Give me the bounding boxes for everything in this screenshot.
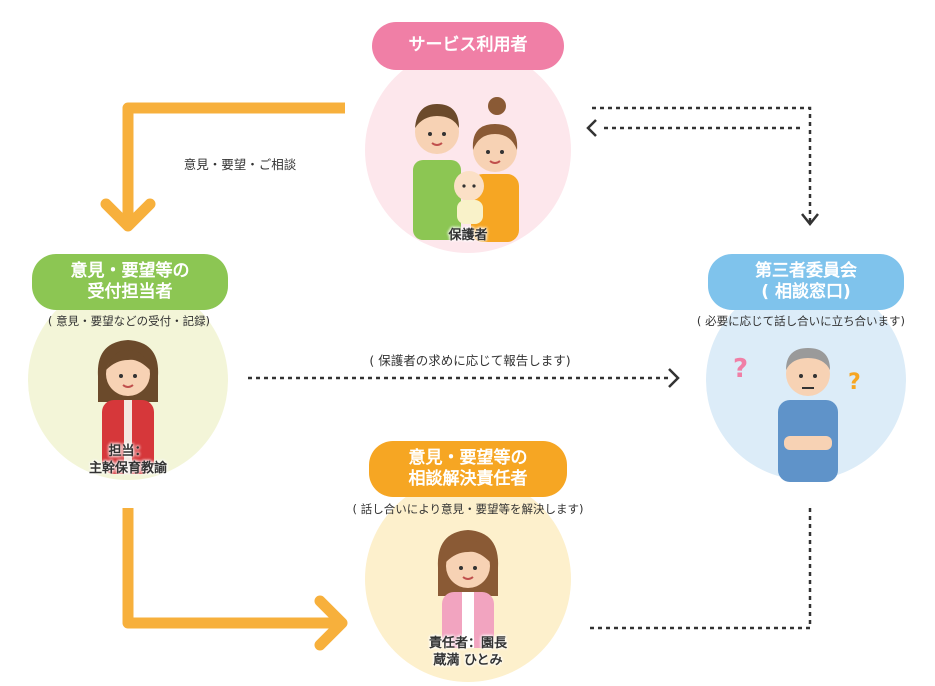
arrow-user-to-receptionist [122,102,345,222]
edge-label-receptionist-to-committee: ( 保護者の求めに応じて報告します) [369,353,571,368]
receptionist-label-line1: 意見・要望等の [70,260,190,281]
dotted-committee-to-resolver [590,508,812,630]
family-illustration [413,97,519,242]
resolver-note: ( 話し合いにより意見・要望等を解決します) [352,502,584,516]
edge-label-user-to-receptionist: 意見・要望・ご相談 [183,157,297,172]
receptionist-illustration [97,340,159,474]
arrow-receptionist-to-resolver [122,508,338,629]
committee-label: 第三者委員会 ( 相談窓口) [708,254,904,310]
resolver-illustration [437,530,499,648]
arrowhead-to-committee [668,368,680,388]
question-mark-icon: ? [733,354,749,384]
committee-note: ( 必要に応じて話し合いに立ち合います) [696,314,906,328]
receptionist-label: 意見・要望等の 受付担当者 [32,254,228,310]
user-label: サービス利用者 [372,22,564,70]
receptionist-note: ( 意見・要望などの受付・記録) [47,314,211,328]
resolver-caption: 責任者：園長 蔵満 ひとみ [408,636,528,670]
user-label-text: サービス利用者 [408,35,528,56]
committee-illustration [778,348,838,482]
arrowhead-committee [801,213,819,227]
receptionist-caption-line2: 主幹保育教諭 [88,460,167,476]
committee-label-line2: ( 相談窓口) [761,282,851,302]
arrowhead-down [100,198,156,232]
dotted-user-to-committee [592,106,812,222]
receptionist-label-line2: 受付担当者 [87,282,173,302]
receptionist-caption: 担当： 主幹保育教諭 [68,444,188,478]
resolver-caption-line2: 蔵満 ひとみ [433,652,503,668]
question-mark-icon: ? [848,370,861,395]
resolver-label-line2: 相談解決責任者 [408,469,528,489]
resolver-label-line1: 意見・要望等の [408,447,528,468]
resolver-caption-line1: 責任者：園長 [428,636,507,651]
committee-label-line1: 第三者委員会 [755,260,857,281]
user-caption: 保護者 [448,228,488,243]
arrowhead-right [314,595,348,651]
arrowhead-user [586,119,597,137]
receptionist-caption-line1: 担当： [108,444,148,459]
resolver-label: 意見・要望等の 相談解決責任者 [369,441,567,497]
